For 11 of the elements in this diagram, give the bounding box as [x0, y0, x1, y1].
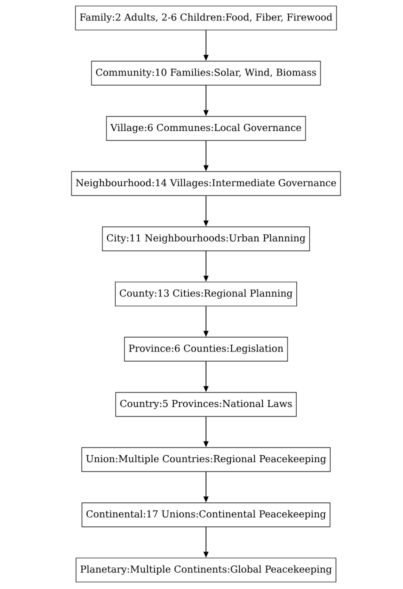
process-box: Country:5 Provinces:National Laws [115, 392, 297, 417]
process-box: Community:10 Families:Solar, Wind, Biomass [91, 60, 321, 86]
process-box: Continental:17 Unions:Continental Peacekeeping [82, 502, 330, 528]
process-box: Province:6 Counties:Legislation [124, 336, 288, 362]
process-box: City:11 Neighbourhoods:Urban Planning [102, 226, 310, 252]
process-box: Neighbourhood:14 Villages:Intermediate Governance [71, 171, 341, 196]
process-box: Village:6 Communes:Local Governance [106, 116, 306, 141]
process-box: Family:2 Adults, 2-6 Children:Food, Fiber, Firewood [75, 6, 337, 30]
process-box: Union:Multiple Countries:Regional Peacekeeping [81, 447, 331, 472]
process-box: Planetary:Multiple Continents:Global Peacekeeping [76, 558, 336, 582]
process-box: County:13 Cities:Regional Planning [115, 282, 297, 306]
